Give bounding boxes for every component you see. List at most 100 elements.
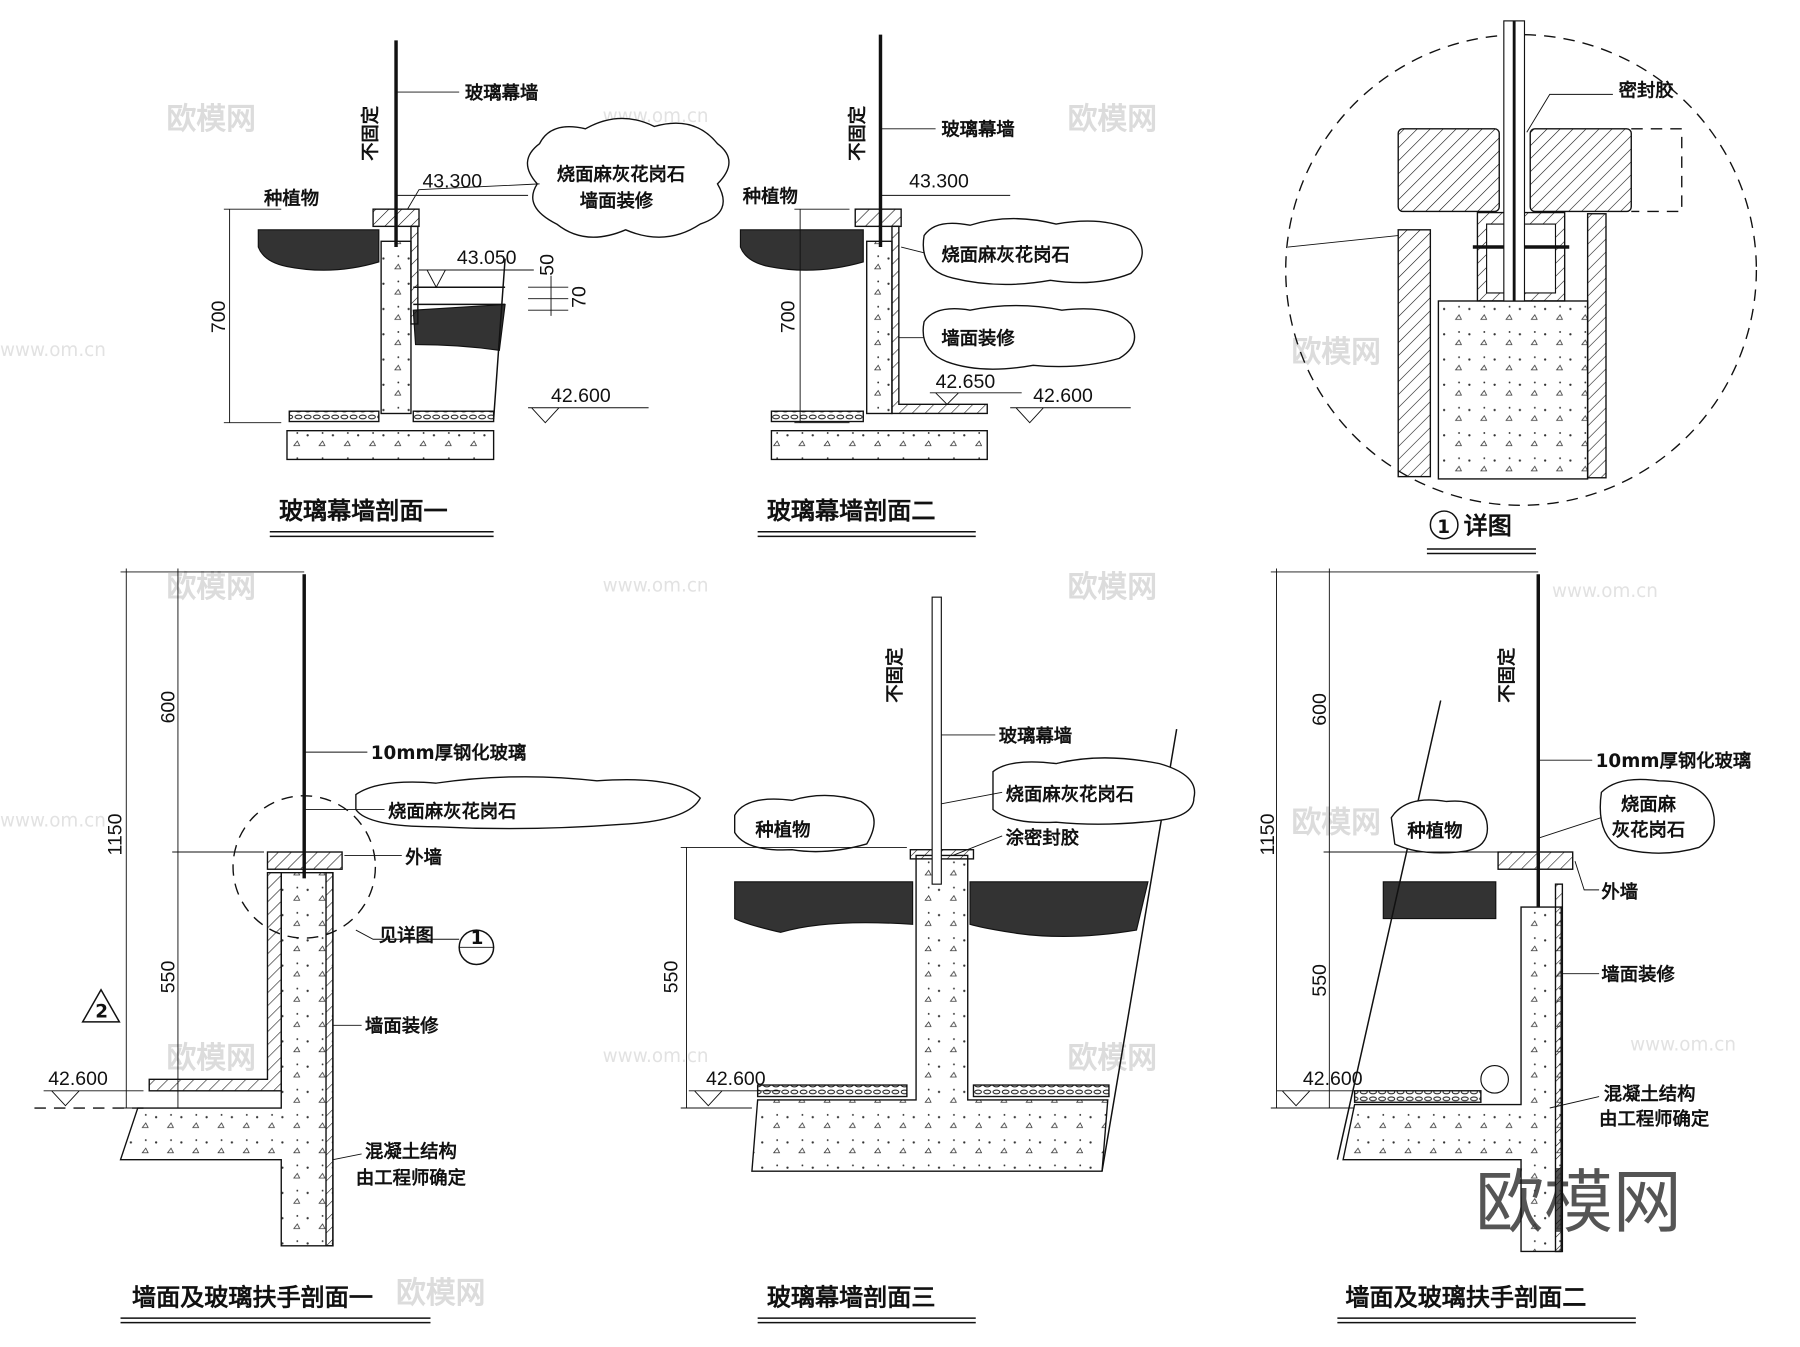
elevation-ground: 42.600 [706,1068,766,1090]
brand-logo: 欧模网 [1475,1163,1682,1243]
leader [332,1153,362,1161]
dimension-1150: 1150 [105,813,127,855]
elevation-marker [929,392,1022,405]
label-glass: 玻璃幕墙 [999,725,1072,747]
granite-block-left [1397,128,1500,213]
gravel-layer [288,410,380,423]
leader [355,929,460,940]
elevation-marker [528,407,649,424]
concrete-slab [770,430,988,461]
callout-cloud [355,776,702,830]
label-granite: 烧面麻 [1621,794,1677,816]
leader [1287,235,1399,248]
soil [257,229,380,271]
elevation-ground: 42.600 [48,1068,108,1090]
detail-ref-number: 1 [471,928,484,949]
gravel-layer [972,1084,1110,1098]
label-wall-finish: 墙面装修 [580,190,654,212]
section-title: 玻璃幕墙剖面一 [279,497,448,525]
concrete-wall [866,240,893,415]
watermark: 欧模网 [166,570,255,605]
cladding [1554,883,1564,1253]
label-engineer: 由工程师确定 [1599,1108,1710,1130]
section-title: 玻璃幕墙剖面三 [767,1283,936,1311]
dimension-lines [120,568,305,1109]
dimension-line [680,846,907,1109]
section-5: 不固定 玻璃幕墙 烧面麻灰花岗石 涂密封胶 种植物 550 42.600 玻璃幕… [660,596,1196,1324]
elevation-ground: 42.600 [1303,1068,1363,1090]
cladding [325,871,334,1247]
label-granite: 烧面麻灰花岗石 [941,244,1070,266]
watermarks: 欧模网 欧模网 欧模网 欧模网 欧模网 欧模网 欧模网 欧模网 欧模网 www.… [0,102,1736,1311]
dimension-550: 550 [157,961,179,994]
section-6: 不固定 10mm厚钢化玻璃 烧面麻 灰花岗石 外墙 墙面装修 混凝土结构 由工程… [1257,568,1751,1324]
watermark: 欧模网 [396,1276,485,1311]
cladding-left [1397,229,1432,478]
label-see-detail: 见详图 [379,925,434,947]
drain-pipe [1480,1064,1509,1094]
concrete-structure [1342,906,1562,1253]
dimension-line [223,208,282,424]
watermark: 欧模网 [1291,335,1380,370]
dimension-line [794,208,850,424]
soil [969,881,1149,938]
dimension-550: 550 [660,961,682,994]
label-wall-finish: 墙面装修 [941,328,1015,350]
leader [1538,817,1602,839]
concrete-slab [286,430,495,461]
soil [734,881,914,933]
watermark-url: www.om.cn [0,811,106,832]
watermark: 欧模网 [1068,570,1157,605]
callout-cloud [734,794,875,853]
label-plants: 种植物 [742,185,798,207]
dashed-outline [1631,128,1683,213]
label-wall-finish: 墙面装修 [365,1015,439,1037]
section-title: 详图 [1464,512,1512,540]
concrete-core [1437,300,1589,480]
elevation-marker [419,269,534,289]
granite-coping [854,208,902,228]
label-plants: 种植物 [754,819,810,841]
watermark: 欧模网 [1068,1041,1157,1076]
glass-panel [931,596,942,885]
label-glass: 玻璃幕墙 [941,119,1014,141]
label-granite: 烧面麻灰花岗石 [1006,783,1135,805]
callout-cloud [1599,778,1715,854]
elevation-ground: 42.600 [551,385,611,407]
watermark-url: www.om.cn [603,1046,709,1067]
detail-circle [1285,33,1758,507]
callout-cloud [922,217,1143,286]
label-granite-2: 灰花岗石 [1612,819,1685,841]
watermark: 欧模网 [166,1041,255,1076]
dimension-600: 600 [157,691,179,724]
concrete-wall [380,240,412,415]
dimension-600: 600 [1309,693,1331,726]
elevation-water: 43.050 [457,247,517,269]
revision-triangle [81,988,121,1023]
label-concrete: 混凝土结构 [1604,1083,1696,1105]
soil [739,229,864,271]
watermark: 欧模网 [1291,805,1380,840]
section-title: 玻璃幕墙剖面二 [767,497,936,525]
leader [1526,93,1613,133]
label-glass: 10mm厚钢化玻璃 [371,742,527,764]
label-wall-finish: 墙面装修 [1601,964,1675,986]
watermark-url: www.om.cn [603,575,709,596]
dimension-700: 700 [777,300,799,333]
title-underline [1337,1317,1636,1324]
gravel-layer [770,410,864,423]
elevation-marker [1010,407,1131,424]
granite-block-right [1529,128,1632,213]
label-outer-wall: 外墙 [405,846,442,868]
section-title: 墙面及玻璃扶手剖面二 [1345,1283,1586,1311]
dimension-line [528,275,569,316]
gravel-layer [412,410,495,423]
leader [407,183,540,210]
label-plants: 种植物 [1406,820,1462,842]
elevation-marker [43,1090,144,1107]
wall-cladding [410,225,419,325]
leader [952,835,1003,856]
label-granite: 烧面麻灰花岗石 [557,163,686,185]
dimension-70: 70 [568,286,590,308]
